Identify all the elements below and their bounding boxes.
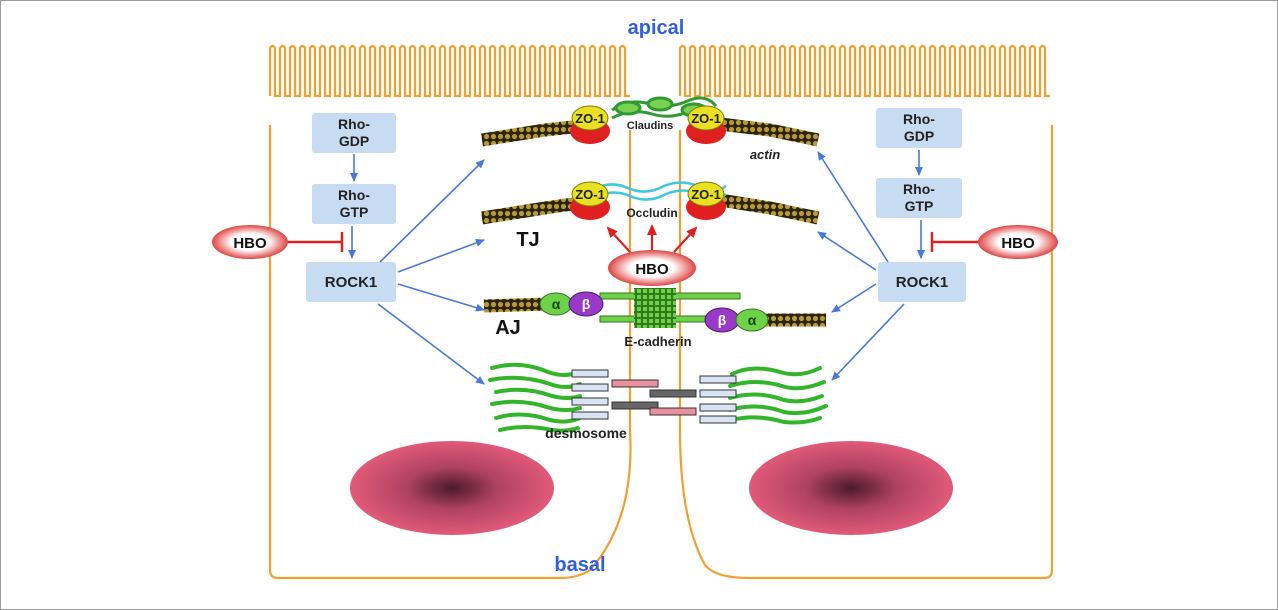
left-nucleus	[350, 441, 554, 535]
zo1-proteins: ZO-1 ZO-1 ZO-1 ZO-1	[570, 105, 726, 220]
aj-label: AJ	[495, 317, 521, 339]
center-hbo-label: HBO	[635, 261, 669, 278]
left-cell-membrane	[268, 44, 632, 580]
left-rho-gtp-box	[312, 184, 396, 224]
beta-catenin-left: β	[582, 296, 591, 312]
left-hbo-label: HBO	[233, 235, 267, 252]
occludin-label: Occludin	[626, 206, 677, 220]
tj-label: TJ	[516, 229, 539, 251]
right-rho-gtp-line1: Rho-	[903, 181, 935, 197]
claudins-label: Claudins	[627, 120, 673, 132]
actin-label: actin	[750, 147, 780, 162]
left-rho-gdp-line1: Rho-	[338, 116, 370, 132]
beta-catenin-right: β	[718, 312, 727, 328]
e-cadherin-label: E-cadherin	[624, 334, 691, 349]
zo1-label-bl: ZO-1	[575, 187, 605, 202]
desmosome-label: desmosome	[545, 425, 627, 441]
right-rho-gdp-line1: Rho-	[903, 111, 935, 127]
zo1-label-tl: ZO-1	[575, 111, 605, 126]
left-rock1-label: ROCK1	[325, 274, 378, 291]
center-hbo-ellipse	[608, 250, 696, 286]
left-rho-gtp-line2: GTP	[340, 204, 369, 220]
alpha-catenin-left: α	[552, 296, 561, 312]
adherens-junction: α β β α	[539, 288, 769, 333]
right-rock1-label: ROCK1	[896, 274, 949, 291]
left-hbo-ellipse	[212, 225, 288, 259]
desmosome	[488, 362, 828, 433]
hbo-inhibitors: HBO HBO HBO	[212, 224, 1058, 286]
left-rock1-box	[306, 262, 396, 302]
right-hbo-label: HBO	[1001, 235, 1035, 252]
left-rho-gdp-box	[312, 113, 396, 153]
left-signaling: Rho- GDP Rho- GTP ROCK1	[306, 113, 396, 302]
apical-label: apical	[628, 17, 685, 39]
right-nucleus	[749, 441, 953, 535]
right-rho-gdp-line2: GDP	[904, 128, 934, 144]
alpha-catenin-right: α	[748, 312, 757, 328]
right-rho-gdp-box	[876, 108, 962, 148]
right-rock1-box	[878, 262, 966, 302]
right-cell-membrane	[678, 44, 1054, 580]
right-rho-gtp-box	[876, 178, 962, 218]
right-rho-gtp-line2: GTP	[905, 198, 934, 214]
right-signaling: Rho- GDP Rho- GTP ROCK1	[876, 108, 966, 302]
zo1-label-br: ZO-1	[691, 187, 721, 202]
basal-label: basal	[554, 554, 605, 576]
zo1-label-tr: ZO-1	[691, 111, 721, 126]
right-hbo-ellipse	[978, 225, 1058, 259]
left-rho-gtp-line1: Rho-	[338, 187, 370, 203]
activation-arrows	[348, 150, 925, 385]
left-rho-gdp-line2: GDP	[339, 133, 369, 149]
